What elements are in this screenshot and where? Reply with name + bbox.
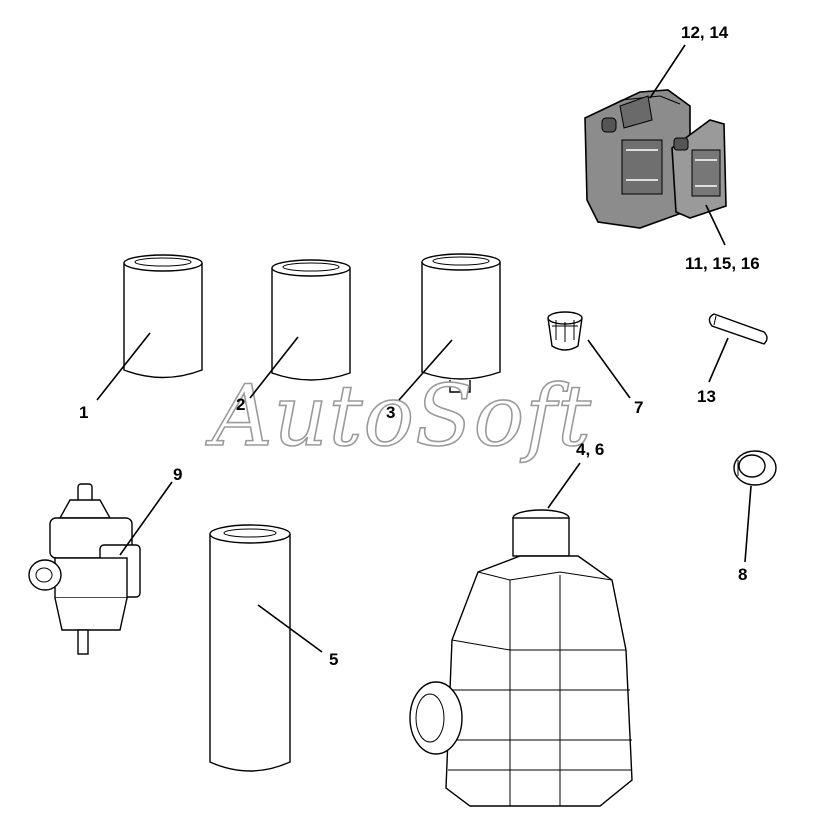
callout-8: 8 xyxy=(738,565,747,584)
callout-13: 13 xyxy=(697,387,716,406)
breather-cap-7 xyxy=(547,311,583,351)
leader-3 xyxy=(398,339,453,401)
hydraulic-filter-5 xyxy=(209,524,291,772)
oil-filter-1 xyxy=(123,254,203,379)
leader-5 xyxy=(257,604,323,653)
callout-5: 5 xyxy=(329,650,338,669)
separator-9 xyxy=(28,483,141,655)
leader-7 xyxy=(587,339,631,399)
callout-9: 9 xyxy=(173,465,182,484)
leader-1 xyxy=(96,332,151,401)
callout-3: 3 xyxy=(386,403,395,422)
leader-11-15-16 xyxy=(705,204,726,246)
callout-4-6: 4, 6 xyxy=(576,440,604,459)
callout-11-15-16: 11, 15, 16 xyxy=(685,254,760,273)
leader-2 xyxy=(249,336,299,399)
callout-1: 1 xyxy=(79,403,88,422)
callout-2: 2 xyxy=(236,395,245,414)
oil-canister-large xyxy=(584,89,691,229)
plug-8 xyxy=(733,450,777,486)
callout-12-14: 12, 14 xyxy=(681,23,729,42)
leader-8 xyxy=(744,485,752,563)
leader-4-6 xyxy=(547,462,581,509)
fuel-filter-3 xyxy=(421,253,501,393)
callout-7: 7 xyxy=(634,398,643,417)
air-filter-housing-4-6 xyxy=(409,509,633,807)
oil-filter-2 xyxy=(271,259,351,381)
leader-12-14 xyxy=(649,44,686,99)
pin-13 xyxy=(708,313,768,345)
leader-13 xyxy=(708,337,729,383)
leader-9 xyxy=(119,481,173,556)
oil-canister-small xyxy=(671,119,727,219)
watermark-text: AutoSoft xyxy=(205,367,592,465)
